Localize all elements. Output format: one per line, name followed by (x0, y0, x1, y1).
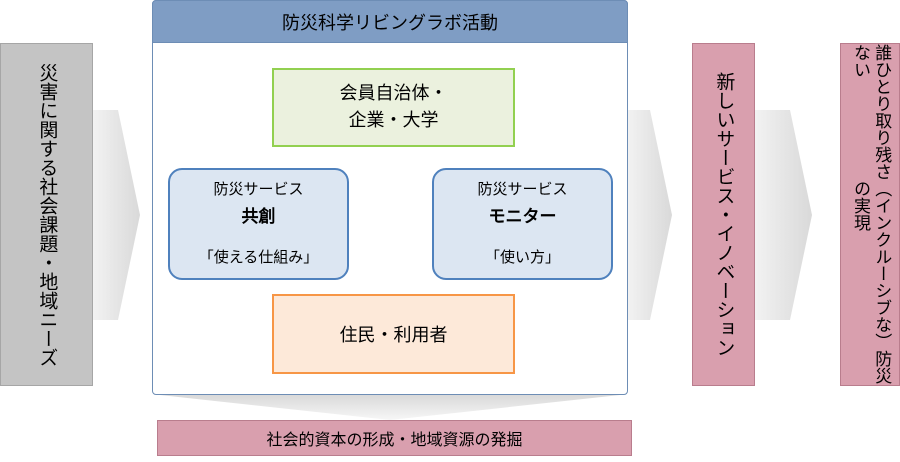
members-line2: 企業・大学 (348, 109, 439, 131)
cocreate-box: 防災サービス 共創 「使える仕組み」 (168, 168, 349, 280)
goal-line1: 誰ひとり取り残さない (850, 44, 892, 180)
living-lab-header: 防災科学リビングラボ活動 (152, 0, 628, 43)
cocreate-line3: 「使える仕組み」 (198, 248, 319, 266)
goal-box: 誰ひとり取り残さない （インクルーシブな）防災の実現 (840, 43, 900, 386)
social-issues-text: 災害に関する社会課題・地域ニーズ (36, 62, 59, 367)
monitor-box: 防災サービス モニター 「使い方」 (432, 168, 613, 280)
monitor-line2: モニター (488, 207, 557, 227)
living-lab-title: 防災科学リビングラボ活動 (282, 12, 498, 34)
social-capital-text: 社会的資本の形成・地域資源の発掘 (266, 430, 523, 449)
flow-arrow-3 (755, 110, 812, 320)
goal-line2: （インクルーシブな）防災の実現 (850, 180, 892, 385)
cocreate-line1: 防災サービス (213, 180, 304, 198)
innovation-text: 新しいサービス・イノベーション (713, 72, 736, 357)
members-box: 会員自治体・ 企業・大学 (272, 68, 515, 147)
members-line1: 会員自治体・ (339, 83, 448, 105)
social-issues-box: 災害に関する社会課題・地域ニーズ (0, 43, 93, 386)
innovation-box: 新しいサービス・イノベーション (692, 43, 755, 386)
social-capital-bar: 社会的資本の形成・地域資源の発掘 (157, 420, 632, 456)
flow-arrow-2 (628, 110, 672, 320)
flow-arrow-1 (93, 110, 140, 320)
cocreate-line2: 共創 (241, 207, 276, 227)
monitor-line1: 防災サービス (477, 180, 568, 198)
down-arrow (160, 395, 620, 420)
residents-box: 住民・利用者 (272, 294, 515, 374)
residents-text: 住民・利用者 (339, 325, 448, 346)
monitor-line3: 「使い方」 (484, 248, 560, 266)
